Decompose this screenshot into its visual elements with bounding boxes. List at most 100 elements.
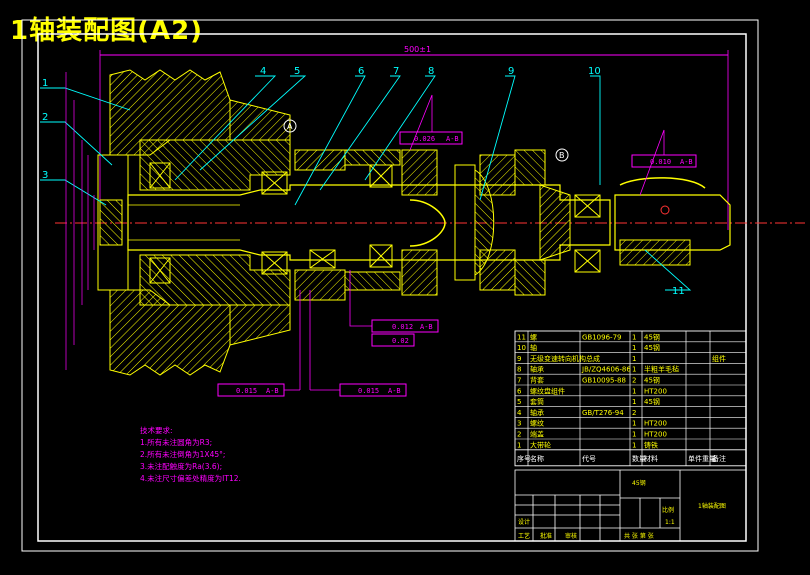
tolerance-4-value: 0.015 — [236, 387, 257, 395]
housing-left — [139, 99, 291, 346]
drawing-title: 1轴装配图(A2) — [10, 16, 204, 46]
bom-cell-name: 套筒 — [530, 397, 544, 406]
bom-cell-no: 4 — [517, 409, 522, 417]
tolerance-1-datum: A-B — [446, 135, 459, 143]
bom-cell-qty: 1 — [632, 333, 636, 341]
bom-cell-qty: 1 — [632, 420, 636, 428]
datum-a-label: A — [287, 122, 293, 131]
datum-markers: A B — [283, 119, 569, 162]
bom-cell-no: 10 — [517, 344, 526, 352]
tb-approve: 批准 — [540, 532, 552, 540]
bearing-middle — [261, 149, 401, 301]
bom-cell-qty: 1 — [632, 355, 636, 363]
bom-cell-material: 45钢 — [644, 332, 660, 341]
outer-frame — [21, 19, 759, 552]
tolerance-3-datum: A-B — [420, 323, 433, 331]
tb-checker: 审核 — [565, 532, 577, 540]
notes-line-3: 3.未注配触度为Ra(3.6); — [140, 461, 222, 471]
bom-cell-material: 45钢 — [644, 343, 660, 352]
variator-cone — [454, 149, 571, 296]
tb-designer: 设计 — [518, 518, 530, 526]
bom-cell-qty: 1 — [632, 431, 636, 439]
part-label-5: 5 — [294, 66, 300, 77]
tolerance-frames: 0.026 A-B 0.010 A-B 0.012 A-B 0.02 0.015… — [217, 94, 697, 397]
bom-cell-note: 组件 — [712, 354, 726, 363]
part-label-8: 8 — [428, 66, 434, 77]
bom-cell-qty: 2 — [632, 409, 636, 417]
bom-cell-no: 7 — [517, 377, 521, 385]
bom-cell-name: 背套 — [530, 376, 544, 385]
bom-header-name: 名称 — [530, 454, 544, 463]
title-block-text: 45钢 1轴装配图 1:1 设计 审核 工艺 批准 比例 共 张 第 张 — [518, 479, 726, 540]
part-label-1: 1 — [42, 78, 48, 89]
bom-header-note: 备注 — [712, 454, 726, 463]
bom-cell-name: 轴承 — [530, 408, 544, 417]
clutch-discs-left — [401, 149, 446, 296]
bom-cell-code: GB10095-88 — [582, 377, 626, 385]
bom-cell-no: 2 — [517, 431, 521, 439]
leader-lines — [40, 75, 692, 291]
bom-cell-qty: 1 — [632, 387, 636, 395]
overall-length-label: 500±1 — [404, 45, 431, 54]
tb-scale-label: 比例 — [662, 506, 674, 514]
notes-line-1: 1.所有未注圆角为R3; — [140, 437, 212, 447]
bom-cell-qty: 1 — [632, 398, 636, 406]
bom-cell-name: 轴 — [530, 343, 537, 352]
bom-cell-name: 无级变速转向机构总成 — [530, 354, 600, 363]
right-bearing — [574, 194, 601, 273]
tb-material: 45钢 — [632, 479, 646, 487]
tolerance-2-value: 0.010 — [650, 158, 671, 166]
title-block — [514, 469, 747, 542]
bom-cell-no: 1 — [517, 441, 521, 449]
bom-cell-name: 螺纹盘组件 — [530, 386, 565, 395]
technical-notes: 技术要求: 1.所有未注圆角为R3; 2.所有未注倒角为1X45°; 3.未注配… — [140, 425, 241, 483]
bom-cell-name: 螺纹 — [530, 419, 544, 428]
diameter-dimensions — [65, 72, 95, 370]
part-label-4: 4 — [260, 66, 266, 77]
bom-cell-material: HT200 — [644, 431, 667, 439]
notes-line-4: 4.未注尺寸偏差处精度为IT12. — [140, 473, 241, 483]
tb-total: 共 张 第 张 — [624, 532, 654, 540]
bom-cell-material: 45钢 — [644, 376, 660, 385]
bom-cell-code: GB/T276-94 — [582, 409, 624, 417]
bom-cell-no: 8 — [517, 366, 521, 374]
part-label-6: 6 — [358, 66, 364, 77]
tolerance-3-value: 0.012 — [392, 323, 413, 331]
bom-cell-no: 6 — [517, 387, 522, 395]
tb-drawing-name: 1轴装配图 — [698, 502, 726, 510]
shaft — [127, 184, 611, 261]
bom-cell-qty: 2 — [632, 377, 636, 385]
bom-cell-name: 轴承 — [530, 365, 544, 374]
bom-cell-material: 半粗羊毛毡 — [644, 365, 679, 374]
tolerance-5-datum: A-B — [388, 387, 401, 395]
bom-cell-no: 11 — [517, 333, 526, 341]
tb-process: 工艺 — [518, 532, 530, 540]
tolerance-1-value: 0.026 — [414, 135, 435, 143]
part-label-9: 9 — [508, 66, 514, 77]
shift-fork — [614, 177, 731, 266]
bom-cell-material: HT200 — [644, 420, 667, 428]
bom-cell-material: 45钢 — [644, 397, 660, 406]
bom-cell-code: JB/ZQ4606-86 — [581, 366, 631, 374]
bom-cell-no: 3 — [517, 420, 521, 428]
bom-cell-name: 大带轮 — [530, 440, 551, 449]
bom-header-no: 序号 — [517, 454, 531, 463]
part-label-3: 3 — [42, 170, 48, 181]
bom-cell-code: GB1096-79 — [582, 333, 621, 341]
part-label-7: 7 — [393, 66, 399, 77]
datum-b-label: B — [559, 151, 565, 160]
bom-cell-qty: 1 — [632, 366, 636, 374]
inner-frame — [37, 33, 747, 542]
tolerance-5-value: 0.015 — [358, 387, 379, 395]
bom-cell-material: HT200 — [644, 387, 667, 395]
part-label-11: 11 — [672, 286, 685, 297]
tolerance-2-datum: A-B — [680, 158, 693, 166]
tolerance-6-value: 0.02 — [392, 337, 409, 345]
bom-cell-no: 5 — [517, 398, 521, 406]
bom-cell-name: 端盖 — [530, 430, 544, 439]
bom-cell-material: 铸铁 — [644, 440, 658, 449]
bom-cell-qty: 1 — [632, 441, 636, 449]
part-label-2: 2 — [42, 112, 48, 123]
